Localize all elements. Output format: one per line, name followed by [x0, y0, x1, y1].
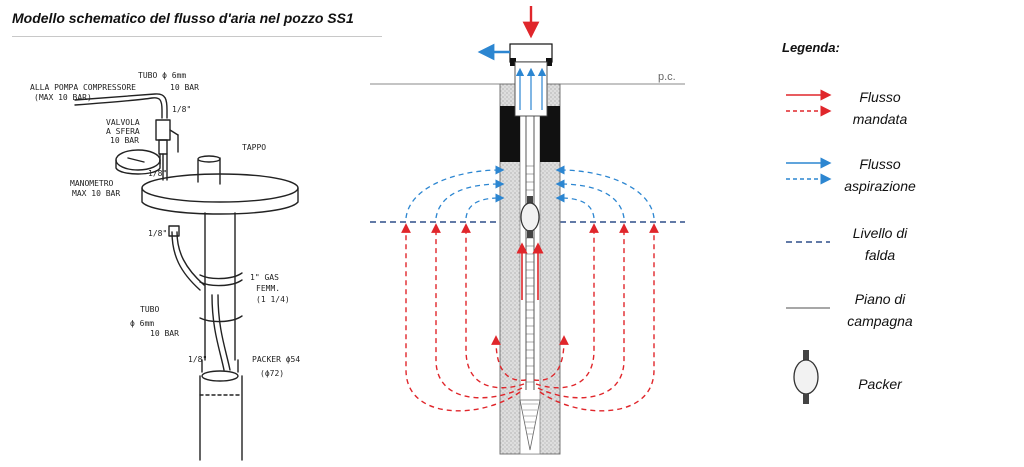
aspiration-arc-right-3 — [555, 193, 595, 219]
supply-loop-left-1 — [401, 223, 521, 412]
ground-label: p.c. — [658, 71, 676, 83]
aspiration-arc-left-1 — [405, 165, 505, 219]
well-cap — [509, 43, 553, 63]
sketch-label-packer-2: (ϕ72) — [260, 369, 284, 378]
hand-sketch: ALLA POMPA COMPRESSORE (MAX 10 BAR) TUBO… — [30, 71, 300, 461]
sketch-label-fitting-low: 1/8" — [188, 355, 207, 364]
sketch-label-cap: TAPPO — [242, 143, 266, 152]
sketch-label-tube-low-2: ϕ 6mm — [130, 319, 154, 328]
title-divider — [12, 36, 382, 37]
sketch-label-tube-top-2: 10 BAR — [170, 83, 199, 92]
supply-loop-left-4 — [491, 335, 527, 382]
sketch-label-valve-2: A SFERA — [106, 127, 140, 136]
supply-loop-right-2 — [537, 223, 629, 399]
clamp-upper — [199, 272, 243, 280]
seal-right — [540, 106, 560, 162]
left-hose — [171, 231, 201, 291]
sketch-label-valve-1: VALVOLA — [106, 118, 140, 127]
legend-symbols — [786, 89, 832, 404]
page-title: Modello schematico del flusso d'aria nel… — [12, 10, 354, 26]
seal-left — [500, 106, 520, 162]
well-bottom-cone — [519, 399, 541, 451]
legend-item-campagna: Piano di campagna — [847, 291, 913, 329]
sketch-label-gas-1: 1" GAS — [250, 273, 279, 282]
sketch-label-fitting-mid: 1/8" — [148, 169, 167, 178]
aspiration-arc-right-1 — [555, 165, 655, 219]
valve-body — [155, 119, 171, 141]
supply-loop-right-3 — [535, 223, 599, 389]
supply-loop-right-1 — [539, 223, 659, 412]
sketch-label-gas-2: FEMM. — [256, 284, 280, 293]
legend-item-packer: Packer — [858, 376, 902, 392]
clamp-lower — [199, 315, 243, 323]
supply-loop-left-2 — [431, 223, 523, 399]
packer — [201, 370, 239, 382]
well-bore — [519, 83, 541, 455]
aspiration-arc-left-3 — [465, 193, 505, 219]
sketch-label-manometer-2: MAX 10 BAR — [72, 189, 120, 198]
aspiration-arc-right-2 — [555, 179, 625, 219]
sketch-label-packer-1: PACKER ϕ54 — [252, 355, 300, 364]
supply-loop-right-4 — [533, 335, 569, 382]
central-pipe — [197, 157, 221, 185]
well-diagram: p.c. — [370, 6, 685, 455]
legend-title: Legenda: — [782, 40, 840, 55]
sketch-label-fitting-left: 1/8" — [148, 229, 167, 238]
sketch-label-manometer-1: MANOMETRO — [70, 179, 114, 188]
aspiration-arc-left-2 — [435, 179, 505, 219]
sketch-label-fitting-top: 1/8" — [172, 105, 191, 114]
sketch-label-valve-3: 10 BAR — [110, 136, 139, 145]
legend-item-aspirazione: Flusso aspirazione — [844, 156, 916, 194]
legend-item-mandata: Flusso mandata — [852, 89, 908, 127]
supply-loop-left-3 — [461, 223, 525, 389]
packer-diagram — [520, 196, 540, 238]
sketch-label-pump-1: ALLA POMPA COMPRESSORE — [30, 83, 136, 92]
legend-packer-icon — [793, 350, 819, 404]
sketch-label-tube-low-1: TUBO — [140, 305, 159, 314]
sketch-label-gas-3: (1 1/4) — [256, 295, 290, 304]
sketch-label-tube-low-3: 10 BAR — [150, 329, 179, 338]
legend-item-falda: Livello di falda — [852, 225, 908, 263]
sketch-label-tube-top-1: TUBO ϕ 6mm — [138, 71, 186, 80]
supply-tube — [74, 97, 163, 119]
sketch-label-pump-2: (MAX 10 BAR) — [34, 93, 92, 102]
